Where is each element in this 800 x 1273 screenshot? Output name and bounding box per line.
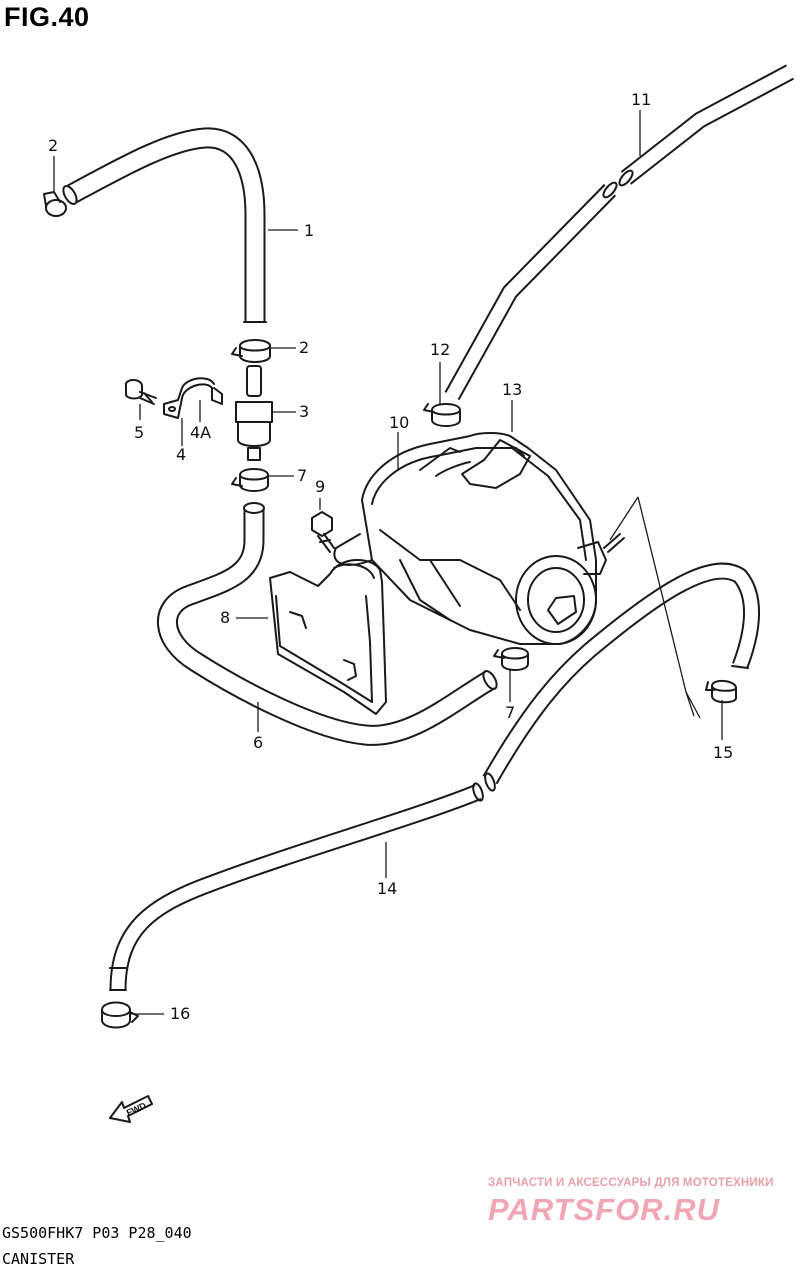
callout-1: 1 xyxy=(304,221,314,240)
callout-labels: 1 2 2 3 4 4A 5 6 7 7 8 9 10 11 12 13 14 … xyxy=(48,90,733,1023)
callout-9: 9 xyxy=(315,477,325,496)
hose-6[interactable] xyxy=(156,502,499,746)
callout-15: 15 xyxy=(713,743,733,762)
figure-title: FIG.40 xyxy=(4,2,90,32)
callout-12: 12 xyxy=(430,340,450,359)
clamp-16[interactable] xyxy=(101,1001,139,1029)
bolt-9[interactable] xyxy=(311,511,335,553)
canister-13[interactable] xyxy=(333,432,625,645)
callout-4a: 4A xyxy=(190,423,211,442)
callout-2-lower: 2 xyxy=(299,338,309,357)
watermark-tagline: ЗАПЧАСТИ И АКСЕССУАРЫ ДЛЯ МОТОТЕХНИКИ xyxy=(488,1177,774,1189)
clamp-12[interactable] xyxy=(423,403,461,427)
callout-4: 4 xyxy=(176,445,186,464)
bolt-5[interactable] xyxy=(124,379,157,405)
clamp-7-lower[interactable] xyxy=(493,647,529,671)
bracket-4[interactable] xyxy=(163,377,223,419)
hose-1[interactable] xyxy=(61,127,267,323)
clamp-2-upper[interactable] xyxy=(43,191,67,217)
fitting-3[interactable] xyxy=(235,365,273,461)
fwd-arrow-icon: FWD xyxy=(109,1095,153,1123)
callout-3: 3 xyxy=(299,402,309,421)
callout-5: 5 xyxy=(134,423,144,442)
fwd-label: FWD xyxy=(125,1100,148,1118)
callout-13: 13 xyxy=(502,380,522,399)
callout-2-upper: 2 xyxy=(48,136,58,155)
bracket-8[interactable] xyxy=(269,558,387,715)
callout-11: 11 xyxy=(631,90,651,109)
clamp-15[interactable] xyxy=(705,680,737,704)
watermark-logo: PARTSFOR.RU xyxy=(488,1192,721,1227)
clamp-2-lower[interactable] xyxy=(231,339,271,363)
leader-lines xyxy=(53,110,723,1015)
callout-7-lower: 7 xyxy=(505,703,515,722)
clamp-7-upper[interactable] xyxy=(231,468,269,492)
callout-8: 8 xyxy=(220,608,230,627)
hose-11[interactable] xyxy=(444,64,794,401)
group-lines-15 xyxy=(609,496,701,719)
diagram-code: GS500FHK7 P03 P28_040 xyxy=(2,1224,192,1242)
callout-7-upper: 7 xyxy=(297,466,307,485)
callout-6: 6 xyxy=(253,733,263,752)
callout-16: 16 xyxy=(170,1004,190,1023)
callout-10: 10 xyxy=(389,413,409,432)
diagram-name: CANISTER xyxy=(2,1250,75,1268)
callout-14: 14 xyxy=(377,879,397,898)
hose-14[interactable] xyxy=(109,562,760,991)
